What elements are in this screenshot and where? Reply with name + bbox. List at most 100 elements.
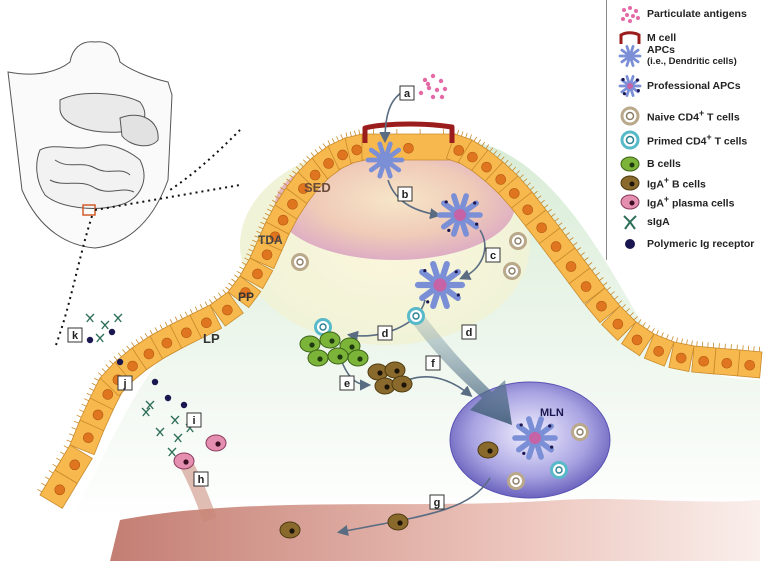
dendritic-cell-icon [617, 44, 643, 68]
iga-b-cell [477, 441, 499, 459]
cell-nucleus [495, 174, 507, 185]
cell-nucleus [240, 287, 251, 298]
step-letter: a [404, 88, 411, 100]
iga-b-cell [384, 361, 406, 379]
epithelial-cell [283, 170, 320, 205]
iga-plasma-cell [205, 434, 227, 452]
siga-antibody [113, 313, 123, 323]
cell-nucleus [143, 348, 155, 360]
m-cell-icon [617, 26, 643, 50]
step-label-h: h [193, 471, 209, 487]
siga-antibody [167, 447, 177, 457]
step-letter: f [431, 358, 435, 370]
label-mln: MLN [540, 407, 564, 419]
naive-t-cell [291, 253, 309, 271]
b-cell [327, 347, 349, 365]
epithelial-cell [691, 341, 717, 375]
epithelial-cell [713, 343, 741, 377]
cell-nucleus [351, 144, 363, 156]
legend-label: IgA+ plasma cells [647, 194, 735, 210]
particle-cluster-icon [617, 2, 643, 26]
cell-nucleus [277, 214, 289, 226]
label-tda: TDA [258, 233, 283, 247]
legend-item-bcell: B cells [617, 152, 681, 176]
legend-item-plasma: IgA+ plasma cells [617, 190, 734, 214]
epithelial-cell [327, 134, 357, 171]
b-cell [307, 349, 329, 367]
epithelial-cell [568, 267, 608, 305]
siga-antibody [173, 433, 183, 443]
particulate-antigen [442, 86, 448, 92]
epithelium-layer [37, 129, 763, 509]
legend-item-papc: Professional APCs [617, 74, 741, 98]
professional-apc [414, 260, 466, 310]
cell-nucleus [744, 359, 756, 371]
siga-antibody [141, 407, 151, 417]
pathway-arrows [336, 87, 491, 537]
cell-nucleus [508, 188, 520, 199]
legend-label: Particulate antigens [647, 7, 747, 20]
epithelial-cell [225, 274, 262, 309]
epithelial-cell [643, 330, 675, 367]
step-letter: d [382, 328, 389, 340]
step-letter: k [72, 330, 79, 342]
step-label-c: c [485, 247, 501, 263]
siga-antibody [155, 427, 165, 437]
cell-nucleus [698, 355, 710, 367]
iga-b-cell [387, 513, 409, 531]
legend-item-particulate: Particulate antigens [617, 2, 747, 26]
pigr-receptor [180, 401, 188, 409]
step-letter: b [402, 189, 409, 201]
b-cell-icon [617, 152, 643, 176]
legend-item-apc: APCs(i.e., Dendritic cells) [617, 44, 737, 68]
epithelial-cell [601, 304, 638, 341]
cell-nucleus [201, 317, 212, 329]
epithelial-cell [52, 444, 93, 484]
epithelial-cell [208, 289, 244, 327]
pigr-receptor [116, 358, 124, 366]
b-cell [299, 335, 321, 353]
epithelial-cell [262, 204, 299, 235]
cell-nucleus [580, 281, 592, 292]
particulate-antigen [438, 78, 444, 84]
m-cell [362, 121, 455, 143]
epithelial-cell [113, 345, 150, 383]
legend-label: APCs(i.e., Dendritic cells) [647, 44, 737, 68]
legend-label: sIgA [647, 215, 670, 228]
dendritic-cell [365, 141, 405, 179]
cell-nucleus [127, 360, 138, 372]
legend-label: Primed CD4+ T cells [647, 132, 748, 148]
step-label-i: i [186, 412, 202, 428]
legend-item-primed: Primed CD4+ T cells [617, 128, 747, 152]
legend-label: IgA+ B cells [647, 175, 706, 191]
cell-nucleus [612, 318, 624, 330]
step-letter: g [434, 497, 441, 509]
legend-label: Professional APCs [647, 79, 741, 92]
particulate-antigen [430, 73, 436, 79]
human-torso-illustration [7, 41, 173, 249]
cell-nucleus [287, 198, 298, 210]
iga-b-cell-icon [617, 171, 643, 195]
legend-item-igab: IgA+ B cells [617, 171, 706, 195]
primed-t-cell-icon [617, 128, 643, 152]
step-letter: i [192, 415, 195, 427]
cell-nucleus [252, 268, 263, 280]
iga-plasma-cell [173, 452, 195, 470]
epithelial-cell [737, 345, 763, 379]
particulate-antigen [422, 77, 428, 83]
particulate-antigen [430, 94, 436, 100]
cell-nucleus [181, 327, 192, 339]
cell-nucleus [54, 484, 66, 496]
particulate-antigen [439, 94, 445, 100]
naive-t-cell [507, 472, 525, 490]
siga-antibody [95, 333, 105, 343]
epithelial-cell [584, 286, 623, 324]
epithelial-cell [76, 397, 115, 432]
legend: Particulate antigens M cell APCs(i.e., D… [606, 0, 772, 260]
legend-label: Naive CD4+ T cells [647, 108, 740, 124]
cell-nucleus [631, 334, 643, 346]
cell-nucleus [222, 304, 233, 316]
pigr-receptor [164, 394, 172, 402]
cell-nucleus [467, 151, 478, 163]
